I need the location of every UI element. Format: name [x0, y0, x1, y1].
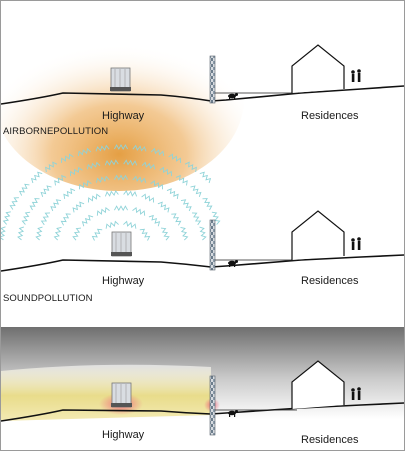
sound-wave-mark: [54, 174, 67, 186]
sound-wave-mark: [175, 174, 188, 186]
sound-wave-mark: [166, 188, 179, 199]
sound-wave-mark: [202, 198, 213, 211]
dog-icon: [228, 410, 238, 417]
sound-wave-mark: [91, 228, 103, 241]
sound-wall: [209, 219, 216, 271]
sound-wave-mark: [60, 213, 71, 226]
sound-wave-mark: [18, 183, 30, 196]
sound-wave-mark: [180, 199, 192, 212]
sound-wave-mark: [95, 144, 110, 152]
yellow-haze: [1, 364, 211, 421]
sound-wave-mark: [132, 144, 147, 152]
sound-wave-mark: [105, 220, 119, 229]
sound-wave-mark: [50, 199, 62, 212]
sound-wave-mark: [72, 201, 85, 213]
sound-wave-mark: [70, 166, 83, 177]
panel-airborne: Highway Residences AIRBORNEPOLLUTION: [1, 7, 404, 191]
sound-wave-mark: [132, 206, 146, 216]
sound-wave-mark: [150, 147, 165, 156]
highway-label: Highway: [102, 275, 145, 287]
highway-label: Highway: [102, 429, 145, 441]
sound-wave-mark: [21, 211, 31, 225]
residences-label: Residences: [301, 275, 359, 287]
sound-wave-mark: [139, 228, 151, 241]
people-icon: [351, 387, 361, 400]
house-icon: [291, 360, 345, 409]
sound-wave-mark: [123, 220, 137, 229]
sound-wave-mark: [171, 213, 182, 226]
sound-wave-mark: [199, 171, 212, 184]
sound-wave-mark: [79, 180, 92, 190]
house-icon: [291, 44, 345, 93]
people-icon: [351, 69, 361, 82]
truck-icon: [111, 382, 132, 408]
sound-wave-mark: [81, 214, 94, 227]
sound-wave-mark: [72, 227, 82, 241]
sound-wave-mark: [190, 185, 202, 197]
sound-wave-mark: [199, 226, 207, 241]
sound-wave-mark: [168, 153, 181, 163]
residences-label: Residences: [301, 434, 359, 446]
sound-wave-mark: [17, 226, 25, 241]
people-icon: [351, 237, 361, 250]
sound-waves: [1, 144, 221, 241]
house-icon: [291, 210, 345, 260]
sound-wave-mark: [141, 193, 155, 203]
sound-wave-mark: [114, 205, 128, 212]
sound-wave-mark: [45, 161, 58, 173]
sound-wave-mark: [30, 171, 43, 184]
sound-wave-mark: [150, 180, 163, 190]
sound-wave-mark: [9, 197, 19, 210]
ground-line: [1, 254, 404, 272]
sound-wave-mark: [104, 159, 119, 166]
highway-label: Highway: [102, 110, 145, 122]
sound-wave-mark: [132, 175, 147, 183]
sound-wave-mark: [61, 153, 74, 163]
sound-wave-mark: [159, 166, 172, 177]
panel-combined: Highway Residences: [1, 327, 404, 446]
sound-wave-mark: [104, 189, 119, 197]
sound-wall: [209, 55, 216, 104]
dog-icon: [228, 93, 238, 100]
sound-wave-mark: [87, 193, 101, 203]
sound-wall: [209, 375, 216, 436]
panel-title: AIRBORNEPOLLUTION: [3, 126, 108, 137]
sound-wave-mark: [95, 175, 110, 183]
sound-wave-mark: [40, 212, 51, 226]
sound-wave-mark: [141, 161, 156, 170]
sound-wave-mark: [40, 185, 52, 197]
sound-wave-mark: [96, 206, 110, 216]
truck-icon: [111, 231, 132, 257]
sound-wave-mark: [148, 214, 161, 227]
sound-wave-mark: [114, 144, 128, 150]
dog-icon: [228, 260, 238, 267]
sound-wave-mark: [184, 161, 197, 173]
sound-wave-mark: [160, 227, 170, 241]
sound-wave-mark: [86, 161, 101, 170]
truck-icon: [110, 67, 131, 92]
sound-wave-mark: [1, 226, 6, 241]
panel-title: SOUNDPOLLUTION: [3, 293, 93, 304]
sound-wave-mark: [2, 211, 11, 225]
sound-wave-mark: [63, 188, 76, 199]
sound-wave-mark: [180, 226, 189, 241]
sound-wave-mark: [53, 226, 62, 241]
sound-wave-mark: [35, 226, 43, 241]
sound-wave-mark: [191, 212, 202, 226]
sound-wave-mark: [114, 174, 128, 181]
sound-wave-mark: [29, 198, 40, 211]
sound-wave-mark: [123, 189, 138, 197]
sound-wave-mark: [157, 201, 170, 213]
sound-wave-mark: [123, 159, 138, 166]
sound-wave-mark: [211, 211, 221, 225]
residences-label: Residences: [301, 110, 359, 122]
sound-wave-mark: [77, 147, 92, 156]
panel-sound: Highway Residences SOUNDPOLLUTION: [1, 144, 404, 304]
airborne-haze: [1, 7, 244, 191]
